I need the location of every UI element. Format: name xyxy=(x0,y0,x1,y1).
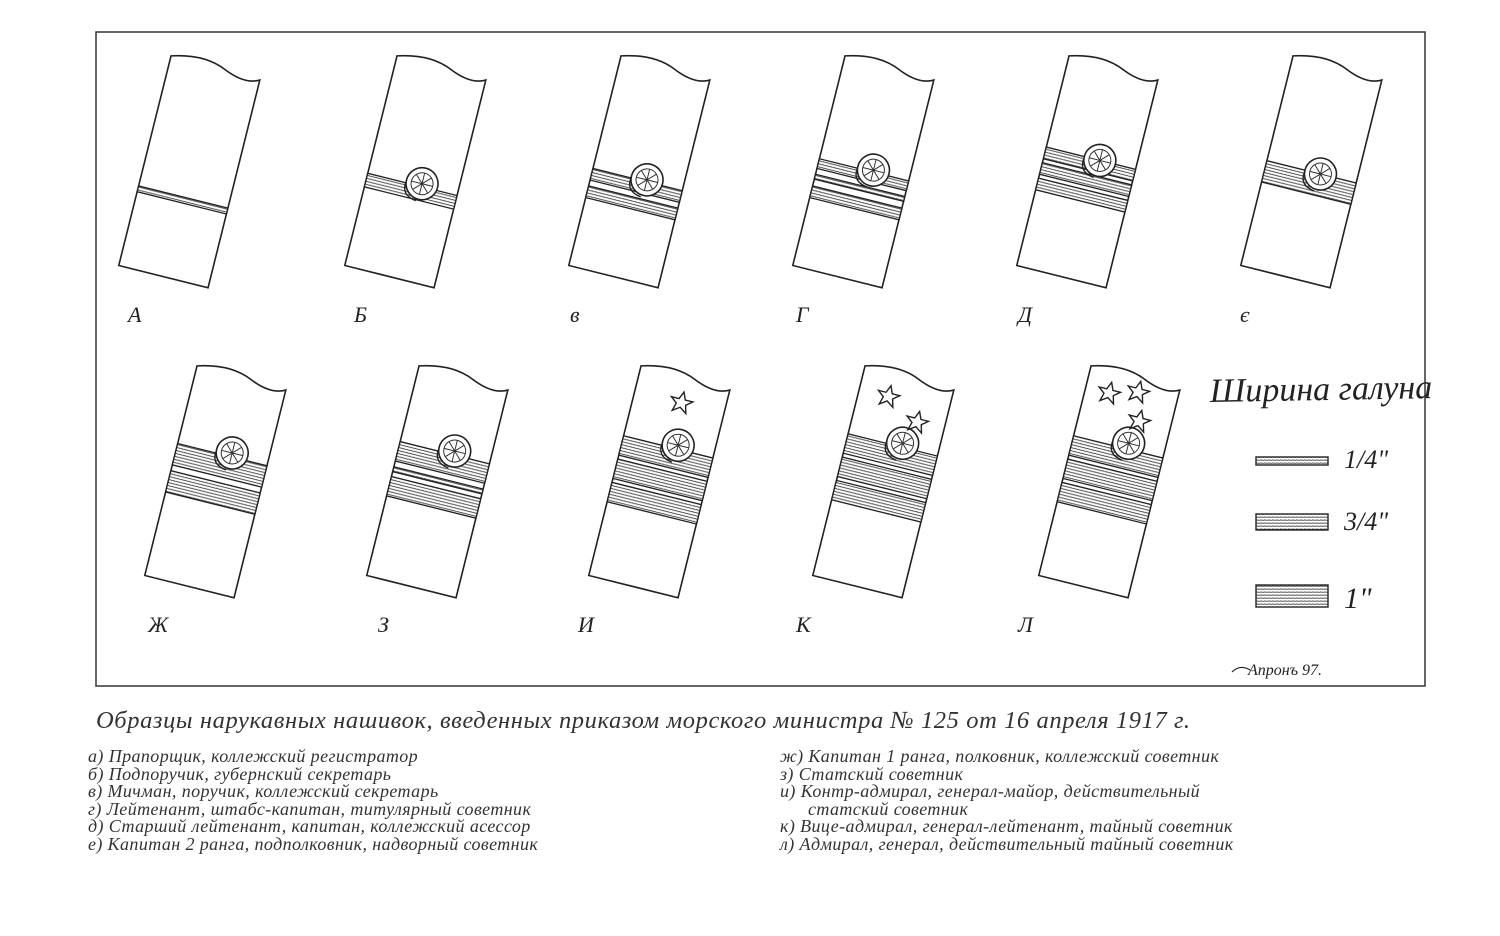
gallon-width-title: Ширина галуна xyxy=(1208,369,1432,410)
legend-item-e: е) Капитан 2 ранга, подполковник, надвор… xyxy=(88,833,539,854)
sleeve-pattern xyxy=(117,54,261,289)
sleeve-pattern xyxy=(1239,54,1383,289)
gallon-stripe xyxy=(606,481,703,525)
gallon-one-inch-sample xyxy=(1255,584,1329,608)
plate-frame xyxy=(95,31,1426,687)
panel-letter: З xyxy=(378,612,389,637)
legend-item-v: в) Мичман, поручик, коллежский секретарь xyxy=(88,781,439,801)
gallon-stripe xyxy=(584,185,679,221)
panel-letter: Б xyxy=(353,302,367,327)
rank-legend-left: а) Прапорщик, коллежский регистратор б) … xyxy=(88,746,539,854)
rank-legend-right: ж) Капитан 1 ранга, полковник, коллежски… xyxy=(780,746,1234,854)
gallon-three-quarter-inch-label: 3/4" xyxy=(1343,507,1388,536)
gallon-stripe xyxy=(385,475,482,519)
sleeve-pattern xyxy=(567,54,711,289)
sleeve-pattern xyxy=(811,364,955,599)
gallon-stripe xyxy=(830,479,927,523)
panel-letter: є xyxy=(1240,302,1250,327)
plate-caption: Образцы нарукавных нашивок, введенных пр… xyxy=(96,707,1191,734)
gallon-stripe xyxy=(164,469,261,516)
gallon-quarter-inch-label: 1/4" xyxy=(1344,445,1388,474)
sleeve-pattern xyxy=(365,364,509,599)
panel-letter: Ж xyxy=(147,612,169,637)
gallon-stripe xyxy=(813,173,906,203)
gallon-stripe xyxy=(1062,458,1158,502)
gallon-one-inch-label: 1" xyxy=(1344,582,1372,615)
legend-item-d: д) Старший лейтенант, капитан, коллежски… xyxy=(88,816,531,836)
signature-flourish xyxy=(1231,666,1251,673)
legend-item-i: и) Контр-адмирал, генерал-майор, действи… xyxy=(780,781,1201,801)
sleeve-pattern xyxy=(587,364,731,599)
panel-letter: Г xyxy=(795,302,810,327)
legend-item-b: б) Подпоручик, губернский секретарь xyxy=(88,763,392,784)
panel-letter: И xyxy=(577,612,595,637)
sleeve-pattern xyxy=(791,54,935,289)
artist-signature: Апронъ 97. xyxy=(1247,662,1322,679)
gallon-three-quarter-inch-sample xyxy=(1255,513,1329,531)
legend-item-k: к) Вице-адмирал, генерал-лейтенант, тайн… xyxy=(780,816,1233,836)
gallon-stripe xyxy=(1056,481,1153,525)
sleeve-pattern xyxy=(1015,54,1159,289)
legend-item-zh: ж) Капитан 1 ранга, полковник, коллежски… xyxy=(780,746,1220,766)
gallon-stripe xyxy=(136,185,229,215)
gallon-stripe xyxy=(836,456,933,500)
legend-item-g: г) Лейтенант, штабс-капитан, титулярный … xyxy=(88,798,532,819)
panel-letter: К xyxy=(795,612,812,637)
panel-letter: Л xyxy=(1017,612,1034,637)
legend-item-a: а) Прапорщик, коллежский регистратор xyxy=(88,746,419,766)
legend-item-i-continued: статский советник xyxy=(808,798,969,819)
legend-item-z: з) Статский советник xyxy=(780,763,964,784)
sleeve-pattern xyxy=(143,364,287,599)
gallon-stripe xyxy=(808,185,903,221)
legend-item-l: л) Адмирал, генерал, действительный тайн… xyxy=(780,833,1234,854)
panel-letter: А xyxy=(126,302,142,327)
gallon-width-legend: Ширина галуна 1/4" 3/4" 1" xyxy=(1208,369,1432,615)
gallon-stripe xyxy=(391,466,484,495)
sleeve-pattern xyxy=(343,54,487,289)
panel-letter: в xyxy=(570,302,580,327)
panel-letter: Д xyxy=(1016,302,1033,327)
sleeve-pattern xyxy=(1037,364,1181,599)
gallon-stripe xyxy=(612,458,708,502)
gallon-stripe xyxy=(1034,177,1129,213)
gallon-quarter-inch-sample xyxy=(1255,456,1329,466)
